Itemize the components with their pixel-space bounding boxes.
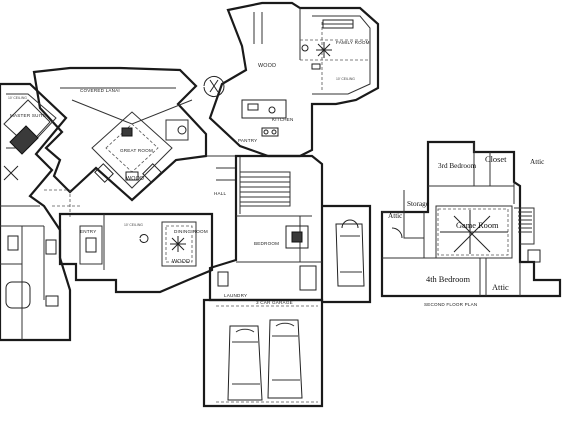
storage-label: Storage [407, 200, 429, 208]
bedroom-label: BEDROOM [254, 241, 279, 246]
wood-upper-label: WOOD [258, 63, 276, 69]
fourth-bedroom-label: 4th Bedroom [426, 275, 470, 284]
pantry-label: PANTRY [238, 138, 257, 143]
attic-top-label: Attic [530, 158, 544, 166]
wood-great-label: WOOD [126, 176, 144, 182]
kitchen-label: KITCHEN [272, 117, 294, 122]
attic-bottom-label: Attic [492, 283, 509, 292]
great-room-wing: COVERED LANAI GREAT ROOM WOOD PANTRY [32, 66, 257, 202]
dining-room-label: DINING ROOM [174, 229, 208, 234]
laundry-label: LAUNDRY [224, 293, 247, 298]
side-garage [322, 204, 372, 304]
closet-label: Closet [485, 155, 507, 164]
ceiling-note-master: 10' CEILING [8, 96, 27, 100]
ceiling-note-entry: 10' CEILING [124, 223, 143, 227]
hall-label: HALL [214, 191, 227, 196]
covered-lanai-label: COVERED LANAI [80, 88, 120, 93]
master-suite-label: MASTER SUITE [10, 113, 46, 118]
second-floor-plan: 3rd Bedroom Closet Attic Attic Storage G… [380, 140, 562, 307]
family-room-label: FAMILY ROOM [336, 40, 370, 45]
second-floor-caption: SECOND FLOOR PLAN [424, 302, 477, 307]
ceiling-note-family: 10' CEILING [336, 77, 355, 81]
entry-label: ENTRY [80, 229, 97, 234]
master-suite-wing: MASTER SUITE 10' CEILING [0, 82, 80, 342]
three-car-garage-label: 3 CAR GARAGE [256, 300, 293, 305]
stair-bedroom-wing: BEDROOM LAUNDRY [208, 154, 324, 302]
third-bedroom-label: 3rd Bedroom [438, 162, 477, 170]
game-room-label: Game Room [456, 221, 499, 230]
great-room-label: GREAT ROOM [120, 148, 153, 153]
first-floor-plan: WOOD FAMILY ROOM KITCHEN 10' CEILING COV… [0, 1, 380, 408]
three-car-garage: 3 CAR GARAGE [202, 298, 324, 408]
wood-dining-label: WOOD [172, 259, 190, 265]
attic-left-label: Attic [388, 212, 402, 220]
family-room-wing: WOOD FAMILY ROOM KITCHEN 10' CEILING [203, 1, 380, 158]
